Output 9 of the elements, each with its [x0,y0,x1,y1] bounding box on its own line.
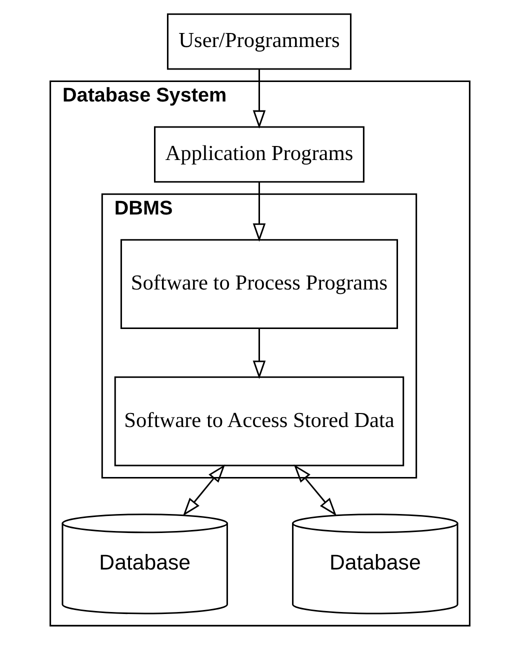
arrow [294,464,337,516]
node-box: Application Programs [154,126,364,183]
arrow [182,464,226,516]
node-box: User/Programmers [166,13,352,70]
arrow [252,69,266,129]
arrow [252,182,266,242]
node-box: Software to Process Programs [120,239,398,330]
arrow [252,328,266,379]
node-box: Software to Access Stored Data [114,376,404,466]
